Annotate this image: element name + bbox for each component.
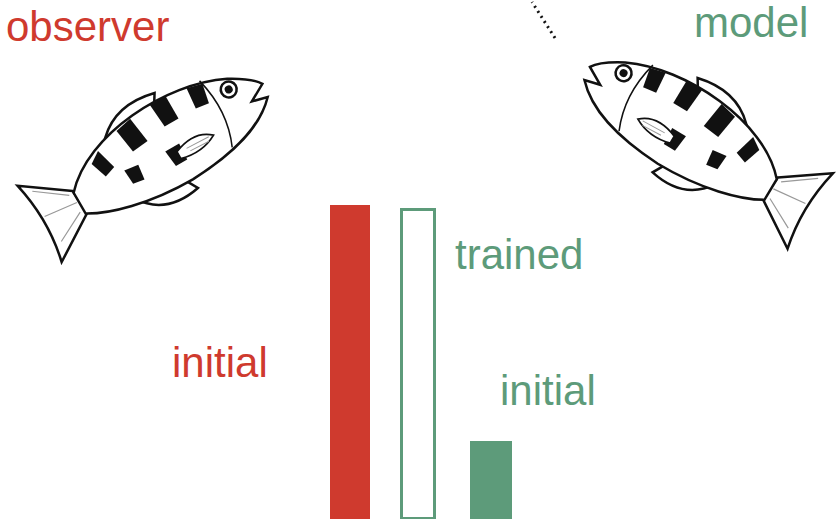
- observer-fish: [10, 41, 292, 267]
- model-initial-label: initial: [500, 370, 596, 412]
- trained-label: trained: [455, 234, 583, 276]
- model-bar: [470, 441, 512, 519]
- observer-initial-label: initial: [172, 342, 268, 384]
- observer-label: observer: [6, 6, 169, 48]
- model-label: model: [694, 2, 808, 44]
- model-fish: [559, 25, 836, 254]
- observer-bar: [330, 205, 370, 519]
- trained-bar: [402, 210, 435, 519]
- shot-line: [532, 2, 555, 38]
